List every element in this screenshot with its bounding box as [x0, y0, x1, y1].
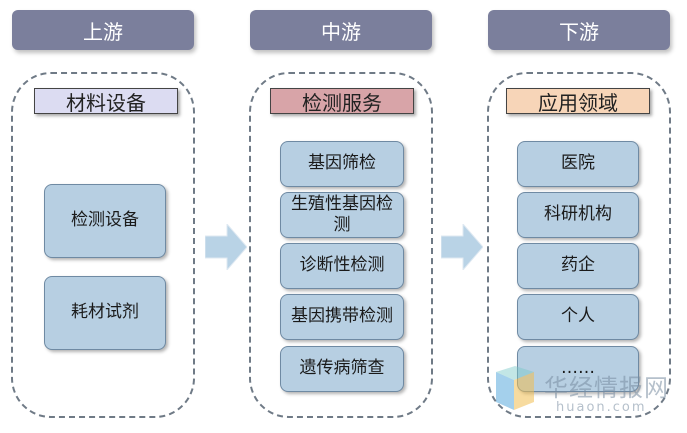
flow-arrow-icon: [441, 224, 483, 270]
node-gene-screening: 基因筛检: [280, 141, 404, 187]
node-genetic-disease-screening: 遗传病筛查: [280, 346, 404, 392]
midstream-panel: [249, 72, 433, 418]
stage-header-midstream: 中游: [250, 10, 432, 50]
watermark: 华经情报网 huaon.com: [492, 362, 672, 422]
upstream-panel: [11, 72, 195, 418]
node-carrier-gene-testing: 基因携带检测: [280, 294, 404, 340]
node-detection-equipment: 检测设备: [44, 184, 166, 258]
stage-header-upstream: 上游: [12, 10, 194, 50]
watermark-name: 华经情报网: [544, 374, 669, 402]
node-consumables-reagents: 耗材试剂: [44, 276, 166, 350]
downstream-title: 应用领域: [506, 88, 650, 115]
node-more-ellipsis: ……: [517, 346, 639, 392]
node-individuals: 个人: [517, 294, 639, 340]
midstream-title: 检测服务: [270, 88, 414, 115]
node-research-institutions: 科研机构: [517, 192, 639, 238]
node-reproductive-gene-testing: 生殖性基因检测: [280, 192, 404, 238]
node-diagnostic-testing: 诊断性检测: [280, 243, 404, 289]
upstream-title: 材料设备: [34, 88, 178, 115]
node-hospitals: 医院: [517, 141, 639, 187]
node-pharma-companies: 药企: [517, 243, 639, 289]
watermark-logo-icon: [496, 366, 534, 410]
stage-header-downstream: 下游: [488, 10, 670, 50]
flow-arrow-icon: [205, 224, 247, 270]
watermark-url: huaon.com: [556, 400, 647, 415]
downstream-panel: [487, 72, 671, 418]
